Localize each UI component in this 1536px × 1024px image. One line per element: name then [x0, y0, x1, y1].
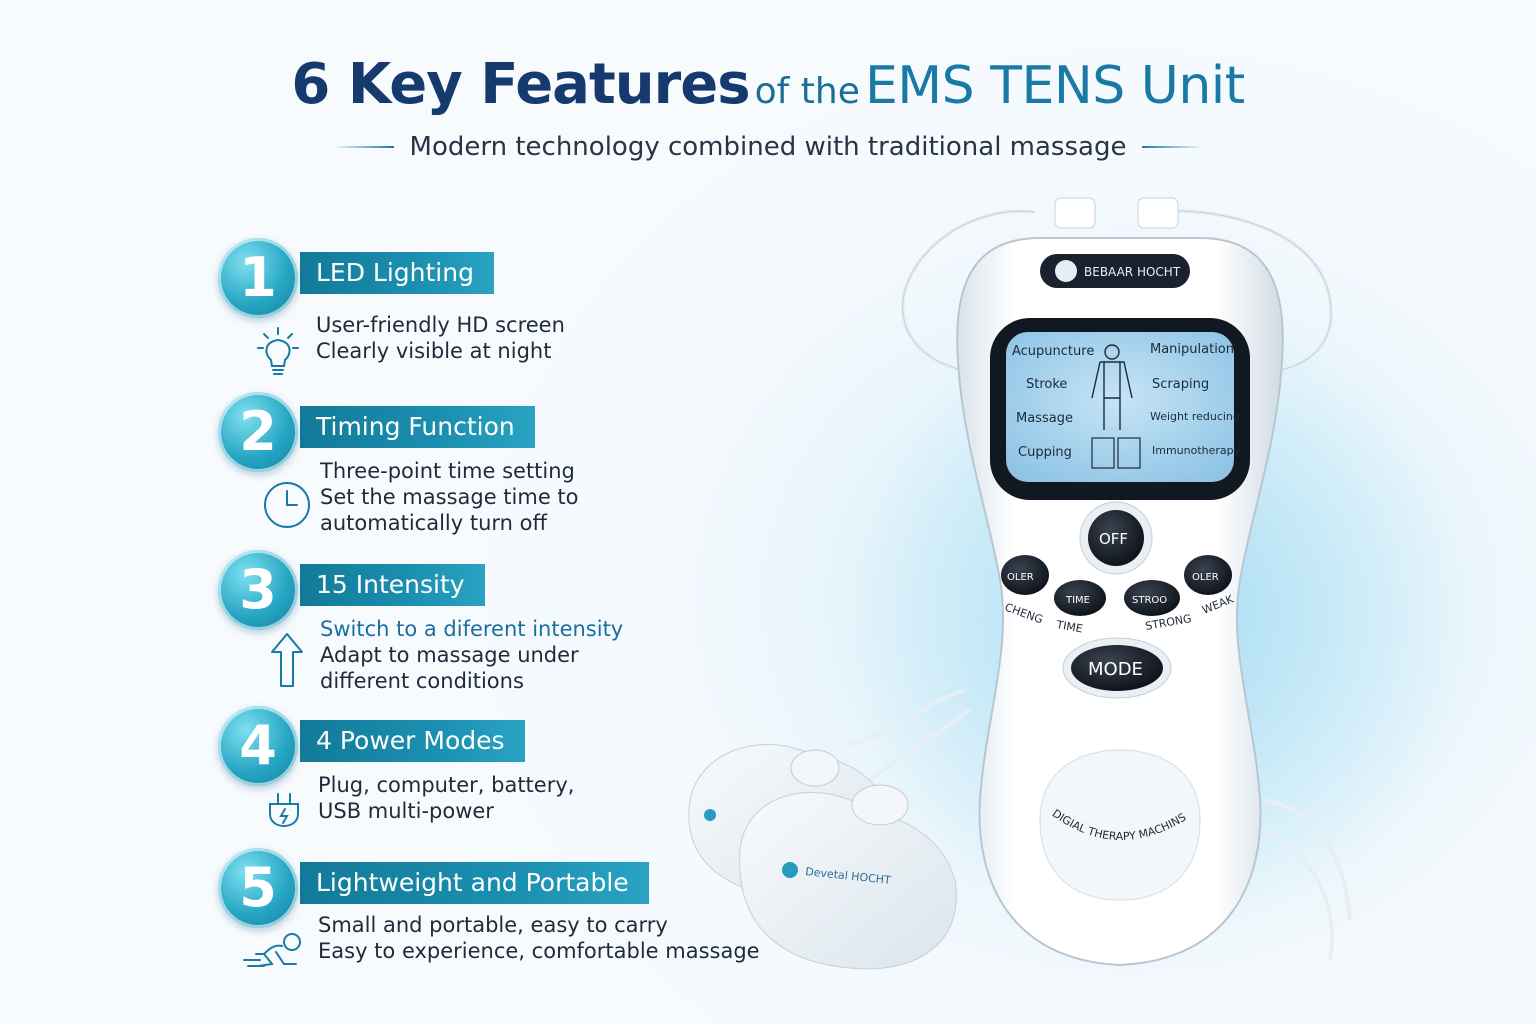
screen-label-weight-reducing: Weight reducing — [1150, 410, 1240, 423]
mode-button-label: MODE — [1088, 659, 1143, 680]
feature-line: USB multi-power — [318, 799, 494, 823]
feature-line: Adapt to massage under — [320, 643, 579, 667]
title-key-features: 6 Key Features — [291, 52, 750, 117]
screen-label-scraping: Scraping — [1152, 377, 1209, 392]
feature-title: LED Lighting — [300, 252, 494, 294]
feature-number-badge: 1 — [218, 238, 298, 318]
feature-title: Lightweight and Portable — [300, 862, 649, 904]
power-off-button[interactable]: OFF — [1079, 501, 1153, 575]
screen-label-acupuncture: Acupuncture — [1012, 344, 1094, 359]
button-glyph: OLER — [1007, 572, 1034, 583]
feature-number-badge: 3 — [218, 550, 298, 630]
feature-line: User-friendly HD screen — [316, 313, 565, 337]
power-button-label: OFF — [1099, 530, 1128, 548]
screen-label-manipulation: Manipulation — [1150, 342, 1234, 357]
feature-title: 4 Power Modes — [300, 720, 525, 762]
feature-description: Plug, computer, battery, USB multi-power — [318, 772, 574, 824]
clock-icon — [264, 482, 310, 528]
feature-description: User-friendly HD screen Clearly visible … — [316, 312, 565, 364]
electrode-pad-front: Devetal HOCHT — [739, 784, 957, 970]
running-person-icon — [243, 933, 301, 967]
feature-description: Small and portable, easy to carry Easy t… — [318, 912, 760, 964]
cable-plug-left — [1054, 197, 1096, 229]
subtitle-divider-left — [331, 146, 394, 148]
feature-line: different conditions — [320, 669, 524, 693]
human-body-icon — [1091, 344, 1133, 430]
feature-line: Easy to experience, comfortable massage — [318, 939, 760, 963]
feature-description: Switch to a diferent intensity Adapt to … — [320, 616, 623, 694]
cheng-button[interactable]: OLER — [1001, 555, 1049, 595]
tens-device-illustration: Devetal HOCHT BEBAAR HOCHT Acupuncture S… — [688, 197, 1352, 970]
feature-line: Plug, computer, battery, — [318, 773, 575, 797]
feature-description: Three-point time setting Set the massage… — [320, 458, 579, 536]
plug-icon — [269, 793, 299, 828]
subtitle: Modern technology combined with traditio… — [409, 132, 1127, 162]
screen-label-immunotherapy: Immunotherapy — [1152, 444, 1241, 457]
brand-logo-icon — [1055, 260, 1077, 282]
page-title: 6 Key Features of the EMS TENS Unit — [0, 52, 1536, 117]
subtitle-divider-right — [1142, 146, 1205, 148]
lightbulb-icon — [257, 327, 299, 375]
screen-label-massage: Massage — [1016, 411, 1073, 426]
title-of-the: of the — [754, 71, 860, 112]
subtitle-row: Modern technology combined with traditio… — [0, 132, 1536, 162]
brand-badge — [1040, 254, 1190, 288]
pad-logo-icon — [704, 809, 716, 821]
pad-logo-icon — [782, 862, 798, 878]
button-glyph: TIME — [1065, 595, 1090, 606]
screen-label-cupping: Cupping — [1018, 445, 1072, 460]
brand-text: BEBAAR HOCHT — [1084, 265, 1181, 279]
feature-line: Clearly visible at night — [316, 339, 552, 363]
button-glyph: OLER — [1192, 572, 1219, 583]
arrow-up-icon — [271, 633, 303, 687]
device-lower-panel — [1039, 749, 1201, 901]
feature-title: Timing Function — [300, 406, 535, 448]
feature-number-badge: 4 — [218, 706, 298, 786]
feature-line: Three-point time setting — [320, 459, 575, 483]
strong-button[interactable]: STROO — [1124, 580, 1180, 616]
feature-line: Set the massage time to — [320, 485, 579, 509]
mode-button[interactable]: MODE — [1062, 637, 1172, 699]
button-glyph: STROO — [1132, 595, 1167, 606]
button-label-time: TIME — [1054, 618, 1083, 636]
cable-plug-right — [1137, 197, 1179, 229]
feature-number-badge: 2 — [218, 392, 298, 472]
screen-mode-icon — [1117, 437, 1141, 469]
screen-mode-icon — [1091, 437, 1115, 469]
weak-button[interactable]: OLER — [1184, 555, 1232, 595]
feature-number-badge: 5 — [218, 848, 298, 928]
title-product-name: EMS TENS Unit — [864, 56, 1245, 116]
feature-line: Small and portable, easy to carry — [318, 913, 668, 937]
feature-title: 15 Intensity — [300, 564, 485, 606]
screen-label-stroke: Stroke — [1026, 377, 1067, 392]
time-button[interactable]: TIME — [1054, 580, 1106, 616]
feature-line: Switch to a diferent intensity — [320, 617, 624, 641]
feature-line: automatically turn off — [320, 511, 547, 535]
